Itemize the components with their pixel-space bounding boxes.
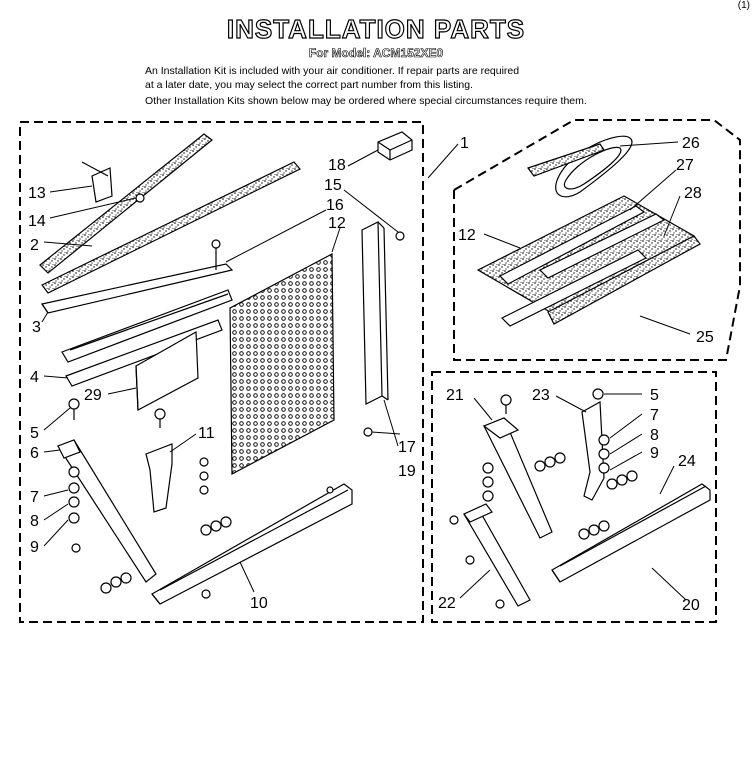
callout-25: 25 (696, 329, 714, 346)
callout-14: 14 (28, 213, 46, 230)
mounting-bracket (91, 167, 113, 203)
corner-mark: (1) (737, 0, 750, 11)
callout-6: 6 (30, 445, 39, 462)
callout-21: 21 (446, 387, 464, 404)
left-kit-box (19, 121, 424, 623)
leg-bracket (145, 443, 173, 513)
foam-strip-2 (41, 161, 301, 294)
upper-channel-b (538, 213, 666, 279)
gasket-strip (527, 143, 605, 177)
bottom-channel (65, 319, 223, 387)
lower-channel (500, 249, 648, 327)
callout-17: 17 (398, 439, 416, 456)
callout-8-right: 8 (650, 427, 659, 444)
note-line-3: Other Installation Kits shown below may … (145, 95, 587, 107)
callout-3: 3 (32, 319, 41, 336)
bracket-23 (581, 401, 605, 501)
upper-right-kit-box (453, 119, 741, 361)
callout-1: 1 (460, 135, 469, 152)
upper-channel-a (498, 205, 646, 285)
support-leg-right-22 (463, 507, 531, 607)
model-subtitle: For Model: ACM152XE0 (308, 46, 444, 61)
callout-28: 28 (684, 185, 702, 202)
support-leg-left (57, 439, 157, 583)
callout-9-left: 9 (30, 539, 39, 556)
callout-23: 23 (532, 387, 550, 404)
note-line-2: at a later date, you may select the corr… (145, 79, 473, 91)
lower-foam-strip (547, 235, 701, 325)
callout-24: 24 (678, 453, 696, 470)
callout-22: 22 (438, 595, 456, 612)
side-post (361, 221, 383, 405)
callout-8-left: 8 (30, 513, 39, 530)
callout-5-right: 5 (650, 387, 659, 404)
callout-29: 29 (84, 387, 102, 404)
callout-7-left: 7 (30, 489, 39, 506)
callout-19: 19 (398, 463, 416, 480)
callout-15: 15 (324, 177, 342, 194)
sill-rail-24 (551, 483, 711, 583)
callout-12-left: 12 (328, 215, 346, 232)
support-leg-right-21 (483, 417, 553, 539)
foam-block (377, 131, 413, 161)
callout-9-right: 9 (650, 445, 659, 462)
callout-2: 2 (30, 237, 39, 254)
sill-rail (151, 483, 353, 605)
callout-11: 11 (198, 425, 215, 442)
callout-16: 16 (326, 197, 344, 214)
foam-strip-top (39, 133, 213, 274)
callout-12-right: 12 (458, 227, 476, 244)
callout-5-left: 5 (30, 425, 39, 442)
mesh-panel (229, 253, 335, 475)
callout-27: 27 (676, 157, 694, 174)
callout-4: 4 (30, 369, 39, 386)
callout-18: 18 (328, 157, 346, 174)
lower-right-kit-box (431, 371, 717, 623)
callout-13: 13 (28, 185, 46, 202)
callout-26: 26 (682, 135, 700, 152)
callout-10: 10 (250, 595, 268, 612)
callout-20: 20 (682, 597, 700, 614)
callout-7-right: 7 (650, 407, 659, 424)
page-title: INSTALLATION PARTS (226, 13, 526, 44)
note-line-1: An Installation Kit is included with you… (145, 65, 520, 77)
